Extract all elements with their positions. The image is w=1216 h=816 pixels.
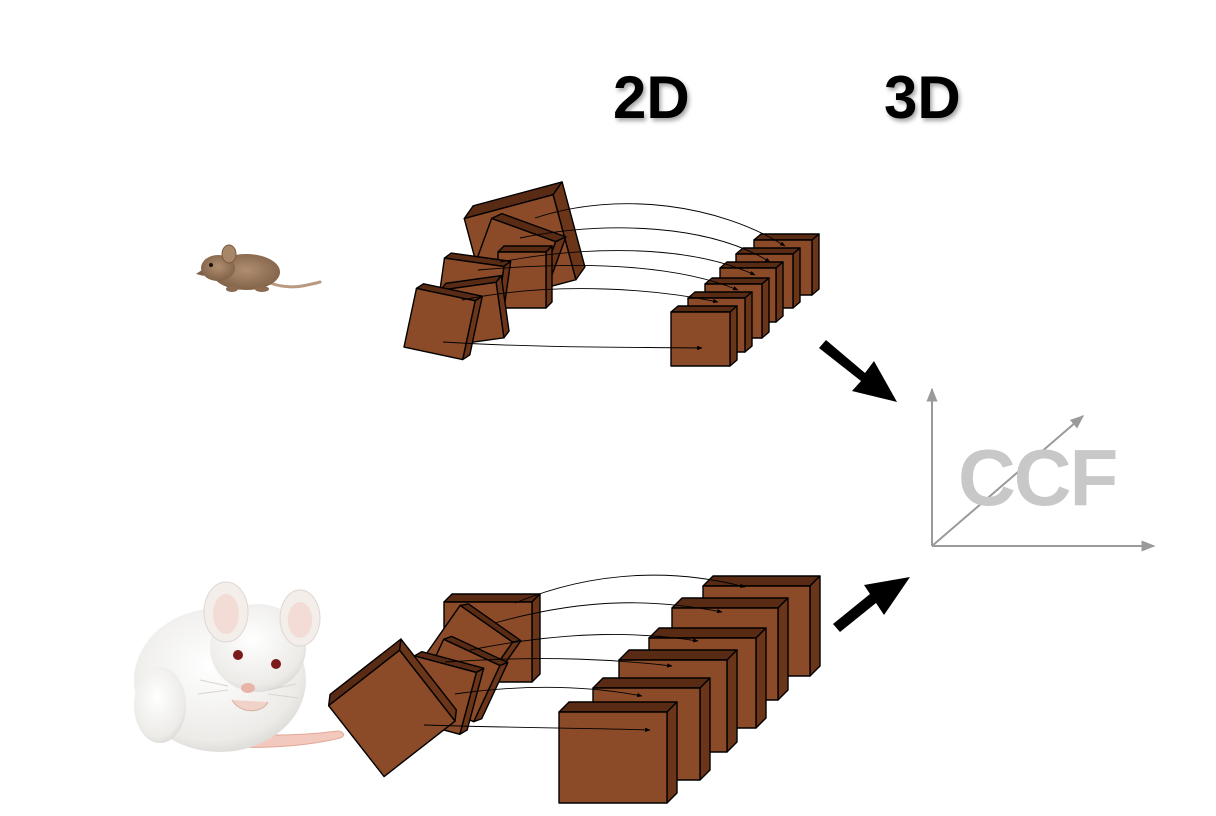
tissue-slice	[327, 638, 458, 778]
big-arrow	[833, 577, 910, 632]
tissue-slice	[403, 283, 483, 361]
big-arrow	[819, 340, 897, 402]
tissue-slice	[558, 701, 678, 804]
brown-mouse-photo	[196, 244, 322, 292]
heading-3d: 3D	[884, 64, 961, 131]
heading-2d: 2D	[613, 64, 690, 131]
top-2d-slice-stack	[403, 181, 586, 361]
ccf-label: CCF	[958, 433, 1118, 522]
coordinate-axes	[926, 387, 1156, 552]
bottom-2d-slice-stack	[327, 593, 541, 778]
bottom-slice-mapping-arrows	[423, 574, 746, 732]
top-slice-mapping-arrows	[442, 203, 786, 351]
white-mouse-photo	[134, 581, 345, 752]
tissue-slice	[670, 305, 738, 367]
bottom-3d-slice-stack	[558, 575, 821, 804]
top-3d-slice-stack	[670, 233, 820, 367]
